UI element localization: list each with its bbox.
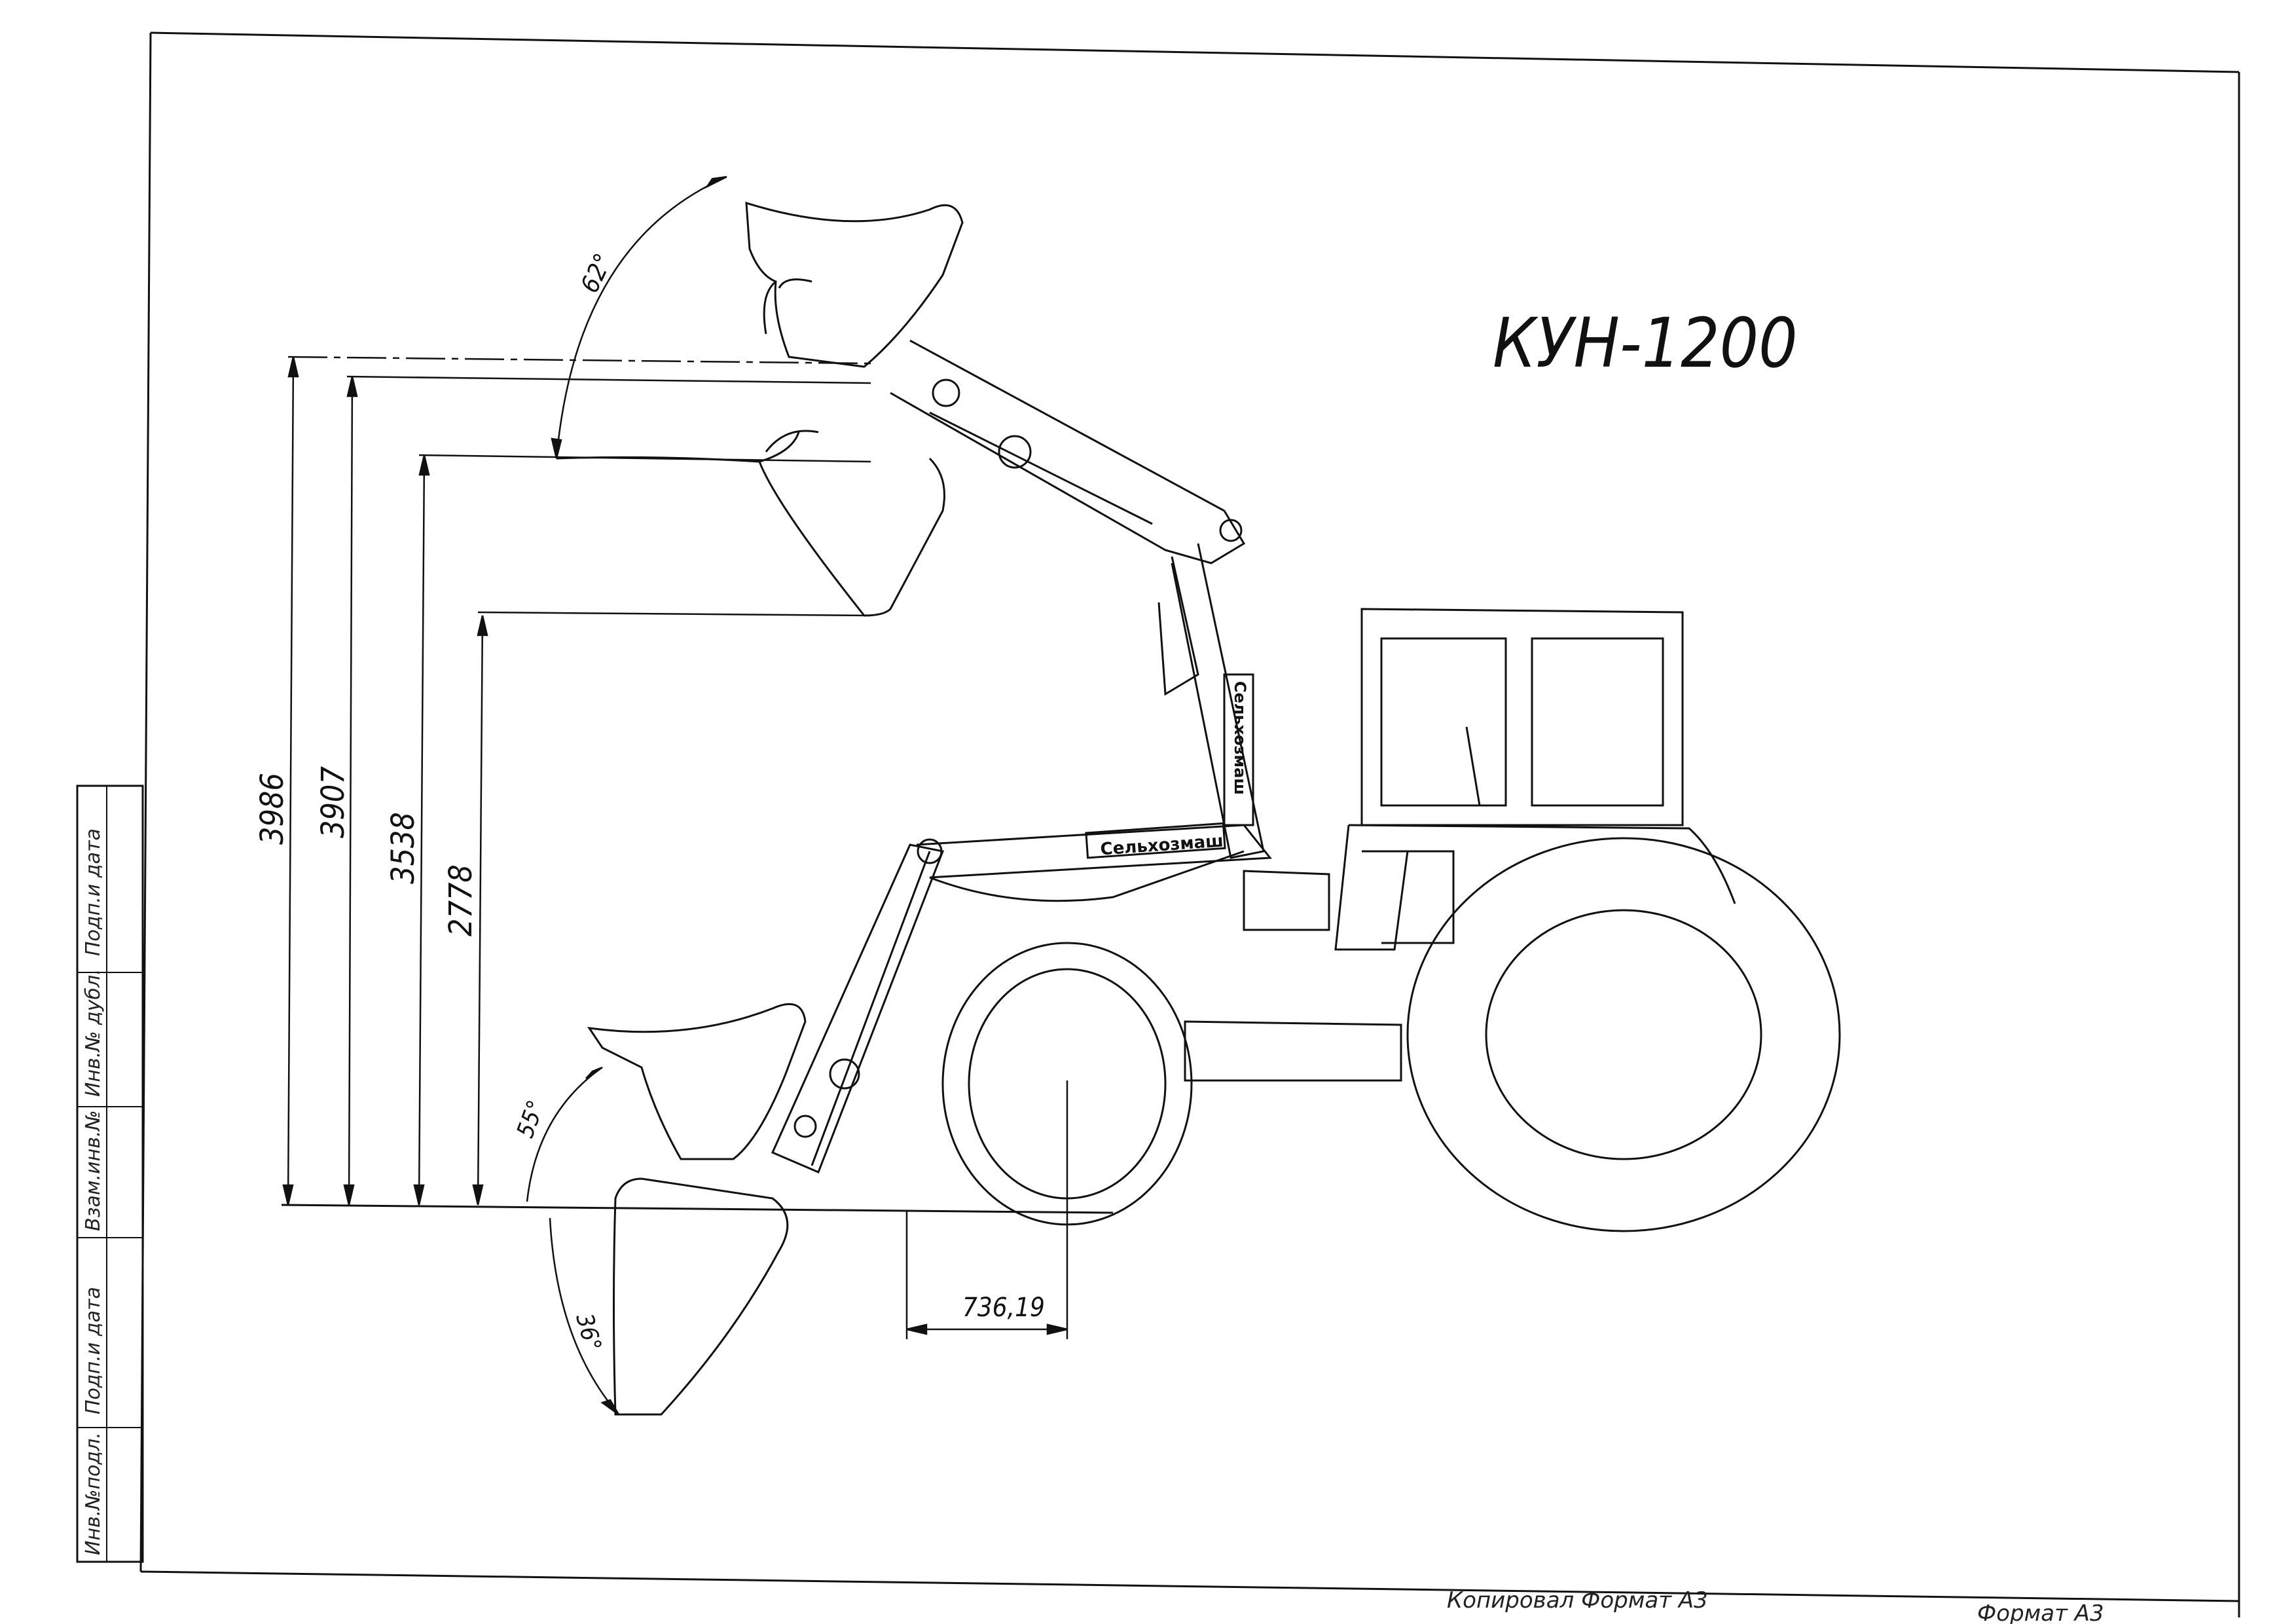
- stamp-cell-3: Взам.инв.№: [82, 1110, 105, 1231]
- stamp-cell-2: Инв.№ дубл.: [82, 969, 105, 1097]
- horizontal-dimension: [905, 1080, 1068, 1339]
- height-dim-2778: 2778: [443, 864, 479, 936]
- front-wheel: [941, 942, 1193, 1226]
- tractor-cab: [1184, 608, 1736, 1082]
- drawing-title: КУН-1200: [1493, 303, 1798, 383]
- stamp-cell-1: Подп.и дата: [82, 828, 105, 956]
- height-dim-3907: 3907: [315, 766, 352, 838]
- stamp-cell-4: Подп.и дата: [82, 1287, 105, 1414]
- height-dimension-lines: [282, 356, 488, 1206]
- height-reference-lines: [287, 356, 871, 617]
- height-dim-3538: 3538: [385, 812, 422, 884]
- rear-wheel: [1406, 837, 1841, 1232]
- ground-line: [281, 1204, 1114, 1214]
- lowered-bucket: [587, 1003, 807, 1416]
- stamp-cell-5: Инв.№подл.: [82, 1432, 105, 1555]
- angle-36-label: 36°: [570, 1311, 606, 1354]
- angle-55-arc: [526, 1066, 603, 1202]
- angle-62-label: 62°: [575, 249, 617, 297]
- height-dim-3986: 3986: [254, 773, 291, 845]
- side-stamp-table: Подп.и дата Инв.№ дубл. Взам.инв.№ Подп.…: [76, 784, 144, 1563]
- boom-label: Сельхозмаш: [1231, 681, 1249, 795]
- upper-boom: [890, 339, 1265, 859]
- footer-format-copy: Копировал Формат А3: [1447, 1587, 1708, 1614]
- raised-bucket: [556, 201, 964, 617]
- angle-62-arc: [551, 175, 727, 459]
- lower-arm-label: Сельхозмаш: [1100, 831, 1224, 859]
- horizontal-dim-text: 736,19: [962, 1293, 1045, 1323]
- footer-format: Формат А3: [1977, 1600, 2104, 1624]
- lower-arm-linkage: [771, 822, 1272, 1173]
